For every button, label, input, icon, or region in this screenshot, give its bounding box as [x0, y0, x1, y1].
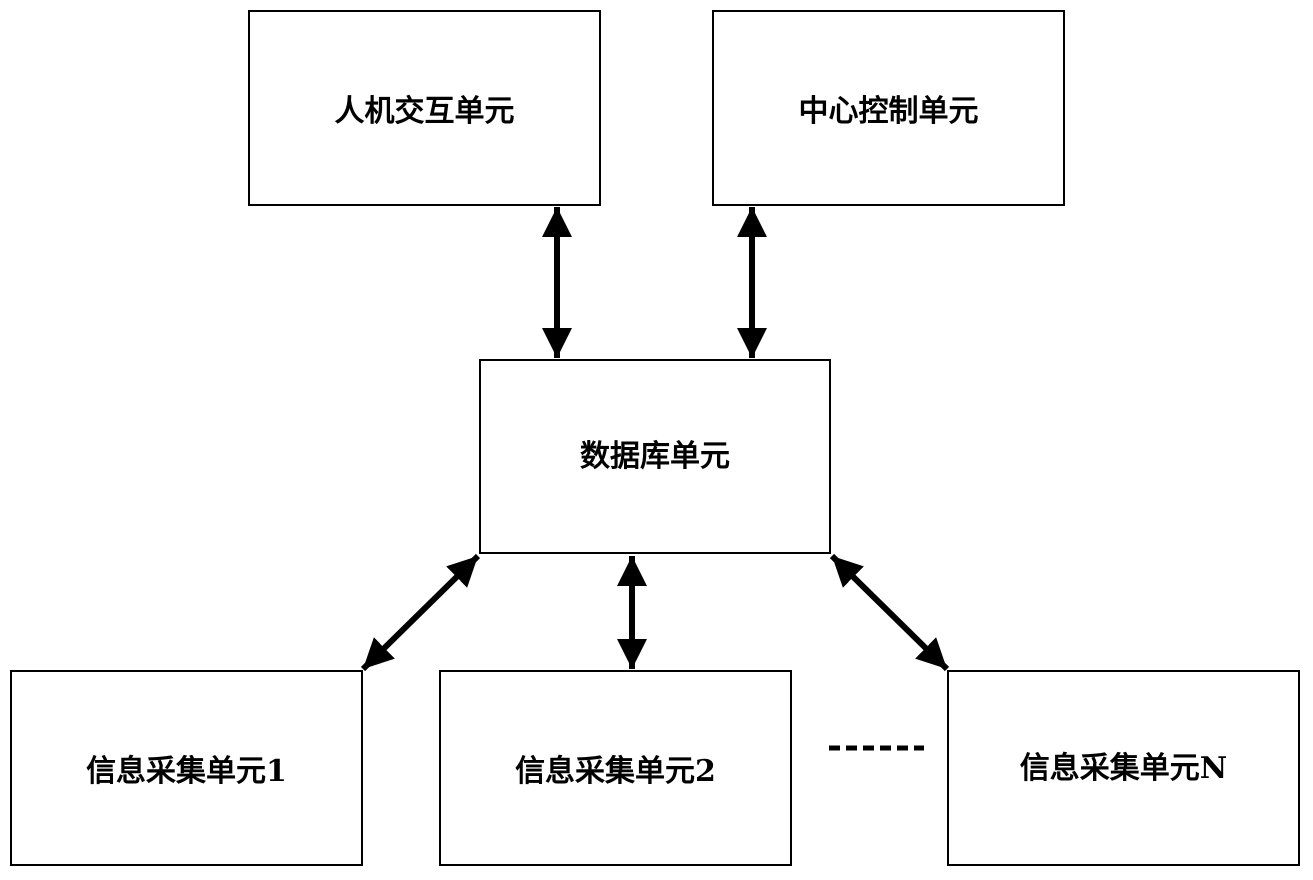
arrow-database-collection-1 — [363, 556, 478, 669]
arrow-database-collection-n — [832, 556, 947, 669]
